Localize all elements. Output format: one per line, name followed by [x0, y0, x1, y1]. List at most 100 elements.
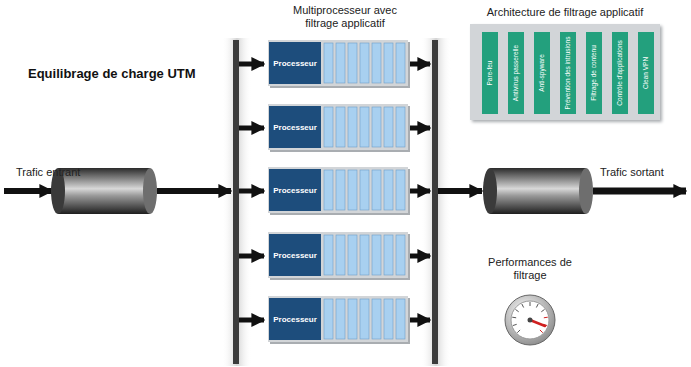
filter-slot	[360, 107, 369, 147]
processor-box: Processeur	[269, 106, 321, 148]
gauge-tick	[522, 304, 524, 308]
filter-slot	[384, 170, 393, 210]
gauge-tick	[540, 330, 543, 333]
filter-module: Filtrage de contenu	[586, 32, 602, 114]
flow-arrow	[157, 188, 231, 194]
pipe-body	[490, 168, 586, 214]
node-text: Processeur	[273, 186, 317, 195]
bus-halo	[222, 38, 252, 366]
filter-slot	[360, 299, 369, 339]
filter-slot	[348, 43, 357, 83]
gauge-tick	[517, 330, 520, 333]
flow-arrow	[239, 189, 264, 194]
bus-halo	[421, 38, 451, 366]
filter-slot	[336, 107, 345, 147]
gauge-ticks	[512, 302, 548, 333]
gauge-rim	[505, 295, 555, 345]
filter-slot	[384, 235, 393, 275]
filter-module: Pare-feu	[482, 32, 498, 114]
panel-heading: Architecture de filtrage applicatif	[470, 6, 660, 19]
filter-slot	[384, 43, 393, 83]
node-text: Clean VPN	[642, 57, 650, 89]
filter-slot	[336, 170, 345, 210]
flow-arrow	[410, 126, 430, 131]
gauge-tick	[512, 317, 516, 319]
pipe-end	[579, 168, 593, 214]
processor-box: Processeur	[269, 42, 321, 84]
filter-slot	[360, 235, 369, 275]
filter-architecture: Architecture de filtrage applicatifPare-…	[470, 6, 660, 120]
flow-arrow	[410, 62, 430, 67]
flow-arrow	[593, 188, 686, 195]
filter-slot	[396, 107, 405, 147]
diagram-label: Trafic entrant	[16, 166, 80, 179]
pipe-end	[143, 168, 157, 214]
node-text: Filtrage de contenu	[590, 45, 598, 101]
processor-panel	[268, 40, 408, 86]
filter-slot	[360, 43, 369, 83]
filter-slot	[324, 107, 333, 147]
node-text: Processeur	[273, 251, 317, 260]
panel-shadow	[270, 298, 410, 344]
filter-slot	[396, 43, 405, 83]
gauge-tick	[515, 309, 518, 311]
diagram-title: Equilibrage de charge UTM	[28, 66, 196, 81]
filter-slot	[396, 235, 405, 275]
node-text: Pare-feu	[486, 61, 494, 86]
filter-slot	[324, 170, 333, 210]
filter-slot	[372, 170, 381, 210]
processor-panel	[268, 232, 408, 278]
filter-module: Antivirus passerelle	[508, 32, 524, 114]
filter-slot	[384, 299, 393, 339]
node-text: Processeur	[273, 315, 317, 324]
filter-slot	[384, 107, 393, 147]
panel-shadow	[270, 42, 410, 88]
flow-arrow	[239, 318, 264, 323]
flow-arrow	[438, 188, 482, 194]
filter-slot	[336, 235, 345, 275]
diagram-label: Performances de filtrage	[476, 256, 584, 282]
flow-arrow	[410, 318, 430, 323]
flow-arrow	[4, 188, 52, 194]
filter-slot	[324, 43, 333, 83]
filter-module: Clean VPN	[638, 32, 654, 114]
filter-slot	[372, 107, 381, 147]
filter-module: Prévention des intrusions	[560, 32, 576, 114]
filter-slot	[336, 43, 345, 83]
filter-slot	[336, 299, 345, 339]
pipe-end	[483, 168, 497, 214]
bus-bar	[432, 40, 438, 364]
filter-slot	[324, 299, 333, 339]
filter-slot	[348, 170, 357, 210]
gauge-tick	[530, 302, 531, 306]
node-text: Contrôle d'applications	[616, 40, 624, 106]
filter-slot	[324, 235, 333, 275]
gauge-face	[511, 301, 549, 339]
processor-box: Processeur	[269, 169, 321, 211]
node-text: Processeur	[273, 59, 317, 68]
node-text: Processeur	[273, 123, 317, 132]
filter-slot	[348, 107, 357, 147]
filter-module: Anti-spyware	[534, 32, 550, 114]
filter-module: Contrôle d'applications	[612, 32, 628, 114]
filter-slot	[372, 299, 381, 339]
diagram-label: Multiprocesseur avec filtrage applicatif	[285, 4, 405, 30]
gauge-tick	[544, 317, 548, 319]
flow-arrow	[410, 254, 430, 259]
flow-arrow	[410, 189, 430, 194]
flow-arrow	[239, 62, 264, 67]
flow-arrow	[239, 254, 264, 259]
filter-slot	[360, 170, 369, 210]
diagram-label: Trafic sortant	[600, 166, 664, 179]
gauge-tick	[513, 324, 517, 325]
filter-slot	[348, 235, 357, 275]
node-text: Prévention des intrusions	[564, 37, 572, 110]
filter-slot	[372, 43, 381, 83]
filter-slot	[348, 299, 357, 339]
panel-shadow	[270, 106, 410, 152]
filter-slot	[396, 299, 405, 339]
panel-shadow	[270, 234, 410, 280]
processor-panel	[268, 296, 408, 342]
processor-box: Processeur	[269, 298, 321, 340]
flow-arrow	[239, 126, 264, 131]
